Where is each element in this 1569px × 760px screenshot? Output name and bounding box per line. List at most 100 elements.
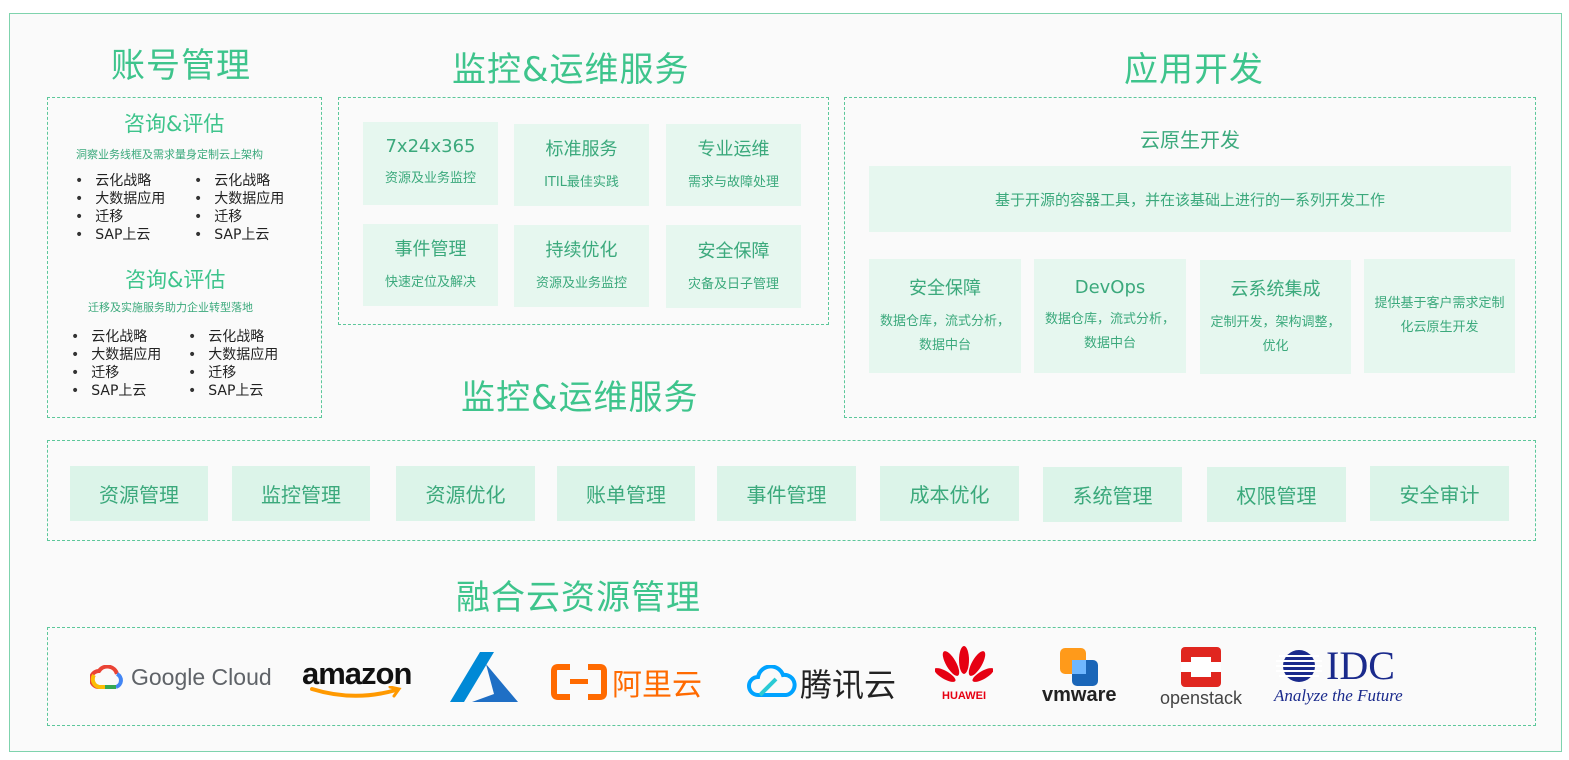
tile-subtitle: 需求与故障处理 [687, 175, 779, 190]
list-item: SAP上云 [188, 382, 278, 400]
appdev-heading: 云原生开发 [1140, 128, 1240, 152]
vmware-icon [1060, 648, 1099, 686]
idc-logo: IDC Analyze the Future [1274, 643, 1403, 706]
list-item: 云化战略 [188, 328, 278, 346]
google-cloud-text: Google Cloud [131, 664, 272, 690]
list-item: 迁移 [75, 208, 165, 226]
tencent-cloud-text: 腾讯云 [800, 666, 897, 704]
appdev-tile-custom: 提供基于客户需求定制化云原生开发 [1364, 259, 1515, 373]
tile-title: 安全保障 [697, 240, 770, 262]
tile-title: 标准服务 [545, 139, 618, 160]
tile-subtitle: 定制开发，架构调整，优化 [1210, 315, 1341, 354]
idc-mark: IDC [1274, 643, 1395, 688]
tile-subtitle: 资源及业务监控 [535, 276, 627, 291]
tile-title: 云系统集成 [1230, 279, 1321, 300]
tencent-cloud-icon [747, 665, 797, 697]
account-block2-list-left: 云化战略 大数据应用 迁移 SAP上云 [71, 328, 161, 400]
tile-subtitle: 数据仓库，流式分析，数据中台 [1045, 311, 1176, 351]
resource-item: 安全审计 [1370, 466, 1509, 521]
list-item: SAP上云 [71, 382, 161, 400]
account-box [47, 97, 322, 418]
resource-item: 监控管理 [232, 466, 370, 521]
tile-subtitle: 数据仓库，流式分析，数据中台 [880, 314, 1011, 353]
tile-subtitle: 提供基于客户需求定制化云原生开发 [1374, 296, 1505, 335]
idc-text: IDC [1326, 643, 1395, 688]
resource-item: 成本优化 [880, 466, 1019, 521]
list-item: SAP上云 [75, 226, 165, 244]
list-item: 云化战略 [71, 328, 161, 346]
tile-title: 专业运维 [697, 139, 770, 160]
tile-title: 持续优化 [545, 240, 618, 261]
monitor-title: 监控&运维服务 [452, 50, 690, 90]
account-block1-subtitle: 洞察业务线框及需求量身定制云上架构 [76, 148, 263, 161]
vmware-text: vmware [1042, 684, 1117, 706]
resource-item: 事件管理 [717, 466, 856, 521]
google-cloud-icon [90, 664, 123, 689]
account-block2-list-right: 云化战略 大数据应用 迁移 SAP上云 [188, 328, 278, 400]
tile-subtitle: 灾备及日子管理 [687, 276, 779, 292]
huawei-text: HUAWEI [942, 690, 986, 702]
tile-title: DevOps [1074, 276, 1146, 298]
amazon-text: amazon [302, 656, 412, 691]
monitor-tile-7x24: 7x24x365 资源及业务监控 [363, 122, 498, 205]
idc-tagline: Analyze the Future [1274, 686, 1403, 705]
list-item: 迁移 [194, 208, 284, 226]
huawei-icon [935, 646, 993, 682]
tile-title: 事件管理 [394, 239, 467, 260]
monitor-tile-incident: 事件管理 快速定位及解决 [363, 224, 498, 306]
monitor-tile-optimize: 持续优化 资源及业务监控 [514, 225, 649, 307]
resource-item: 账单管理 [557, 466, 695, 521]
appdev-banner: 基于开源的容器工具，并在该基础上进行的一系列开发工作 [869, 166, 1511, 232]
huawei-logo: HUAWEI [935, 646, 993, 702]
tencent-cloud-logo: 腾讯云 [746, 660, 896, 706]
tile-subtitle: ITIL最佳实践 [544, 175, 619, 190]
account-block1-list-left: 云化战略 大数据应用 迁移 SAP上云 [75, 172, 165, 244]
google-cloud-logo: Google Cloud [90, 664, 272, 691]
list-item: 大数据应用 [194, 190, 284, 208]
vmware-logo: vmware [1042, 646, 1117, 707]
fusion-title: 融合云资源管理 [456, 578, 701, 618]
tile-subtitle: 资源及业务监控 [384, 171, 476, 186]
resource-item: 资源优化 [396, 466, 535, 521]
tile-title: 安全保障 [909, 278, 981, 299]
list-item: SAP上云 [194, 226, 284, 244]
tile-subtitle: 快速定位及解决 [384, 275, 476, 290]
account-block1-title: 咨询&评估 [124, 112, 225, 136]
idc-globe-icon [1276, 650, 1322, 682]
appdev-box [844, 97, 1536, 418]
azure-icon [450, 652, 518, 702]
openstack-logo: openstack [1160, 644, 1242, 709]
amazon-smile-icon [310, 686, 402, 698]
resource-item: 资源管理 [70, 466, 208, 521]
appdev-tile-integration: 云系统集成 定制开发，架构调整，优化 [1200, 260, 1351, 374]
monitor-title-2: 监控&运维服务 [461, 378, 699, 418]
appdev-title: 应用开发 [1124, 50, 1264, 90]
monitor-tile-standard: 标准服务 ITIL最佳实践 [514, 124, 649, 206]
banner-text: 基于开源的容器工具，并在该基础上进行的一系列开发工作 [994, 190, 1385, 209]
appdev-tile-devops: DevOps 数据仓库，流式分析，数据中台 [1034, 259, 1186, 373]
resource-item: 权限管理 [1207, 467, 1346, 522]
tile-title: 7x24x365 [385, 136, 476, 157]
list-item: 大数据应用 [71, 346, 161, 364]
openstack-text: openstack [1160, 688, 1243, 708]
aliyun-icon [551, 664, 607, 700]
resource-bar [47, 440, 1536, 541]
logo-box [47, 627, 1536, 726]
account-block1-list-right: 云化战略 大数据应用 迁移 SAP上云 [194, 172, 284, 244]
openstack-icon [1181, 647, 1222, 687]
aliyun-logo: 阿里云 [550, 660, 702, 704]
account-block2-title: 咨询&评估 [125, 268, 226, 292]
amazon-logo: amazon [302, 656, 412, 700]
list-item: 云化战略 [194, 172, 284, 190]
account-title: 账号管理 [111, 46, 251, 86]
list-item: 大数据应用 [75, 190, 165, 208]
resource-item: 系统管理 [1043, 467, 1182, 522]
aliyun-text: 阿里云 [612, 668, 702, 703]
list-item: 云化战略 [75, 172, 165, 190]
list-item: 大数据应用 [188, 346, 278, 364]
azure-logo [450, 652, 520, 704]
account-block2-subtitle: 迁移及实施服务助力企业转型落地 [88, 301, 253, 314]
appdev-tile-security: 安全保障 数据仓库，流式分析，数据中台 [869, 259, 1021, 373]
monitor-tile-pro-ops: 专业运维 需求与故障处理 [666, 124, 801, 206]
list-item: 迁移 [71, 364, 161, 382]
